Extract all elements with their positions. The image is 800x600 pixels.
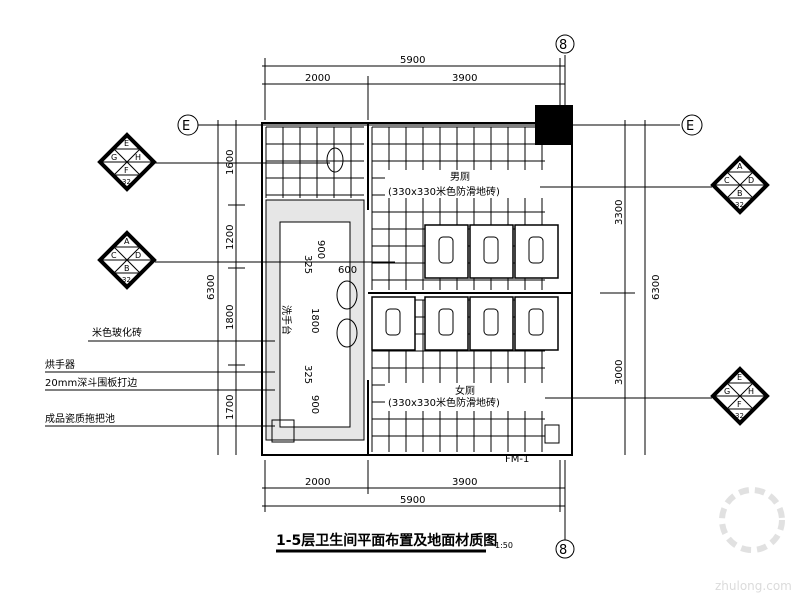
toilet-stall [371, 296, 416, 351]
dim-left-total: 6300 [206, 275, 217, 300]
toilet-stall [514, 296, 559, 351]
watermark-logo: zhulong.com [715, 487, 792, 593]
bottom-dimensions: 2000 3900 5900 [262, 460, 565, 512]
marker-letter: A [124, 237, 130, 246]
toilet-stalls [371, 224, 559, 351]
detail-index-marker: EG HF 32 [710, 366, 770, 426]
right-dimensions: 3300 3000 6300 [600, 120, 662, 455]
axis-left-label: E [182, 119, 190, 134]
detail-index-marker: EG HF 32 [97, 132, 157, 192]
toilet-stall [424, 224, 469, 279]
dim-bottom-left: 2000 [305, 477, 330, 488]
dim-right-1: 3300 [614, 200, 625, 225]
marker-letter: B [737, 189, 743, 198]
marker-letter: B [124, 264, 130, 273]
dim-inner: 900 [309, 395, 320, 414]
axis-right-label: E [686, 119, 694, 134]
marker-letter: D [135, 251, 141, 260]
marker-sheet: 32 [122, 178, 131, 186]
dim-left-4: 1700 [225, 395, 236, 420]
plan-walls [261, 105, 573, 456]
marker-sheet: 32 [122, 276, 131, 284]
womens-room-name: 女厕 [455, 384, 475, 397]
vanity-label: 洗手台 [280, 305, 293, 335]
callout-text: 20mm深斗围板打边 [45, 376, 137, 389]
marker-letter: F [124, 166, 129, 175]
marker-sheet: 32 [735, 412, 744, 420]
dim-inner: 1800 [309, 308, 320, 333]
marker-letter: F [737, 400, 742, 409]
sink [336, 280, 358, 310]
callout-text: 烘手器 [45, 358, 75, 371]
axis-top-label: 8 [559, 38, 567, 53]
marker-letter: G [724, 387, 730, 396]
womens-floor-material: (330x330米色防滑地砖) [388, 396, 500, 409]
marker-letter: A [737, 162, 743, 171]
toilet-stall [424, 296, 469, 351]
dim-right-2: 3000 [614, 360, 625, 385]
marker-letter: E [737, 373, 742, 382]
dim-inner: 900 [315, 240, 326, 259]
toilet-fixture [326, 147, 344, 173]
marker-letter: H [135, 153, 141, 162]
dim-left-3: 1800 [225, 305, 236, 330]
mop-sink [271, 419, 295, 443]
mop-sink [544, 424, 560, 444]
dim-left-1: 1600 [225, 150, 236, 175]
detail-index-marker: AC DB 32 [97, 230, 157, 290]
callout-text: 成品瓷质拖把池 [45, 412, 115, 425]
callouts: 米色玻化砖 烘手器 20mm深斗围板打边 成品瓷质拖把池 [45, 326, 275, 427]
toilet-stall [514, 224, 559, 279]
marker-letter: D [748, 176, 754, 185]
dim-top-right: 3900 [452, 73, 477, 84]
drawing-title: 1-5层卫生间平面布置及地面材质图 [276, 532, 497, 549]
drawing-scale: 1:50 [495, 541, 513, 550]
dim-left-2: 1200 [225, 225, 236, 250]
door-tag: FM-1 [505, 454, 529, 465]
marker-letter: G [111, 153, 117, 162]
left-dimensions: 6300 1600 1200 1800 1700 [206, 120, 245, 455]
toilet-stall [469, 224, 514, 279]
dim-top-total: 5900 [400, 55, 425, 66]
mens-room-name: 男厕 [450, 171, 470, 183]
dim-right-total: 6300 [651, 275, 662, 300]
marker-letter: C [111, 251, 117, 260]
dim-top-left: 2000 [305, 73, 330, 84]
watermark-text: zhulong.com [715, 579, 792, 593]
marker-sheet: 32 [735, 201, 744, 209]
dim-bottom-total: 5900 [400, 495, 425, 506]
column [535, 105, 573, 145]
axis-bottom-label: 8 [559, 543, 567, 558]
mens-floor-material: (330x330米色防滑地砖) [388, 185, 500, 198]
dim-inner: 600 [338, 265, 357, 276]
dim-bottom-right: 3900 [452, 477, 477, 488]
toilet-stall [469, 296, 514, 351]
top-dimensions: 5900 2000 3900 [262, 55, 565, 120]
marker-letter: E [124, 139, 129, 148]
detail-index-marker: AC DB 32 [710, 155, 770, 215]
dim-inner: 325 [302, 365, 313, 384]
callout-text: 米色玻化砖 [92, 326, 142, 339]
sink [336, 318, 358, 348]
dim-inner: 325 [302, 255, 313, 274]
marker-letter: H [748, 387, 754, 396]
marker-letter: C [724, 176, 730, 185]
